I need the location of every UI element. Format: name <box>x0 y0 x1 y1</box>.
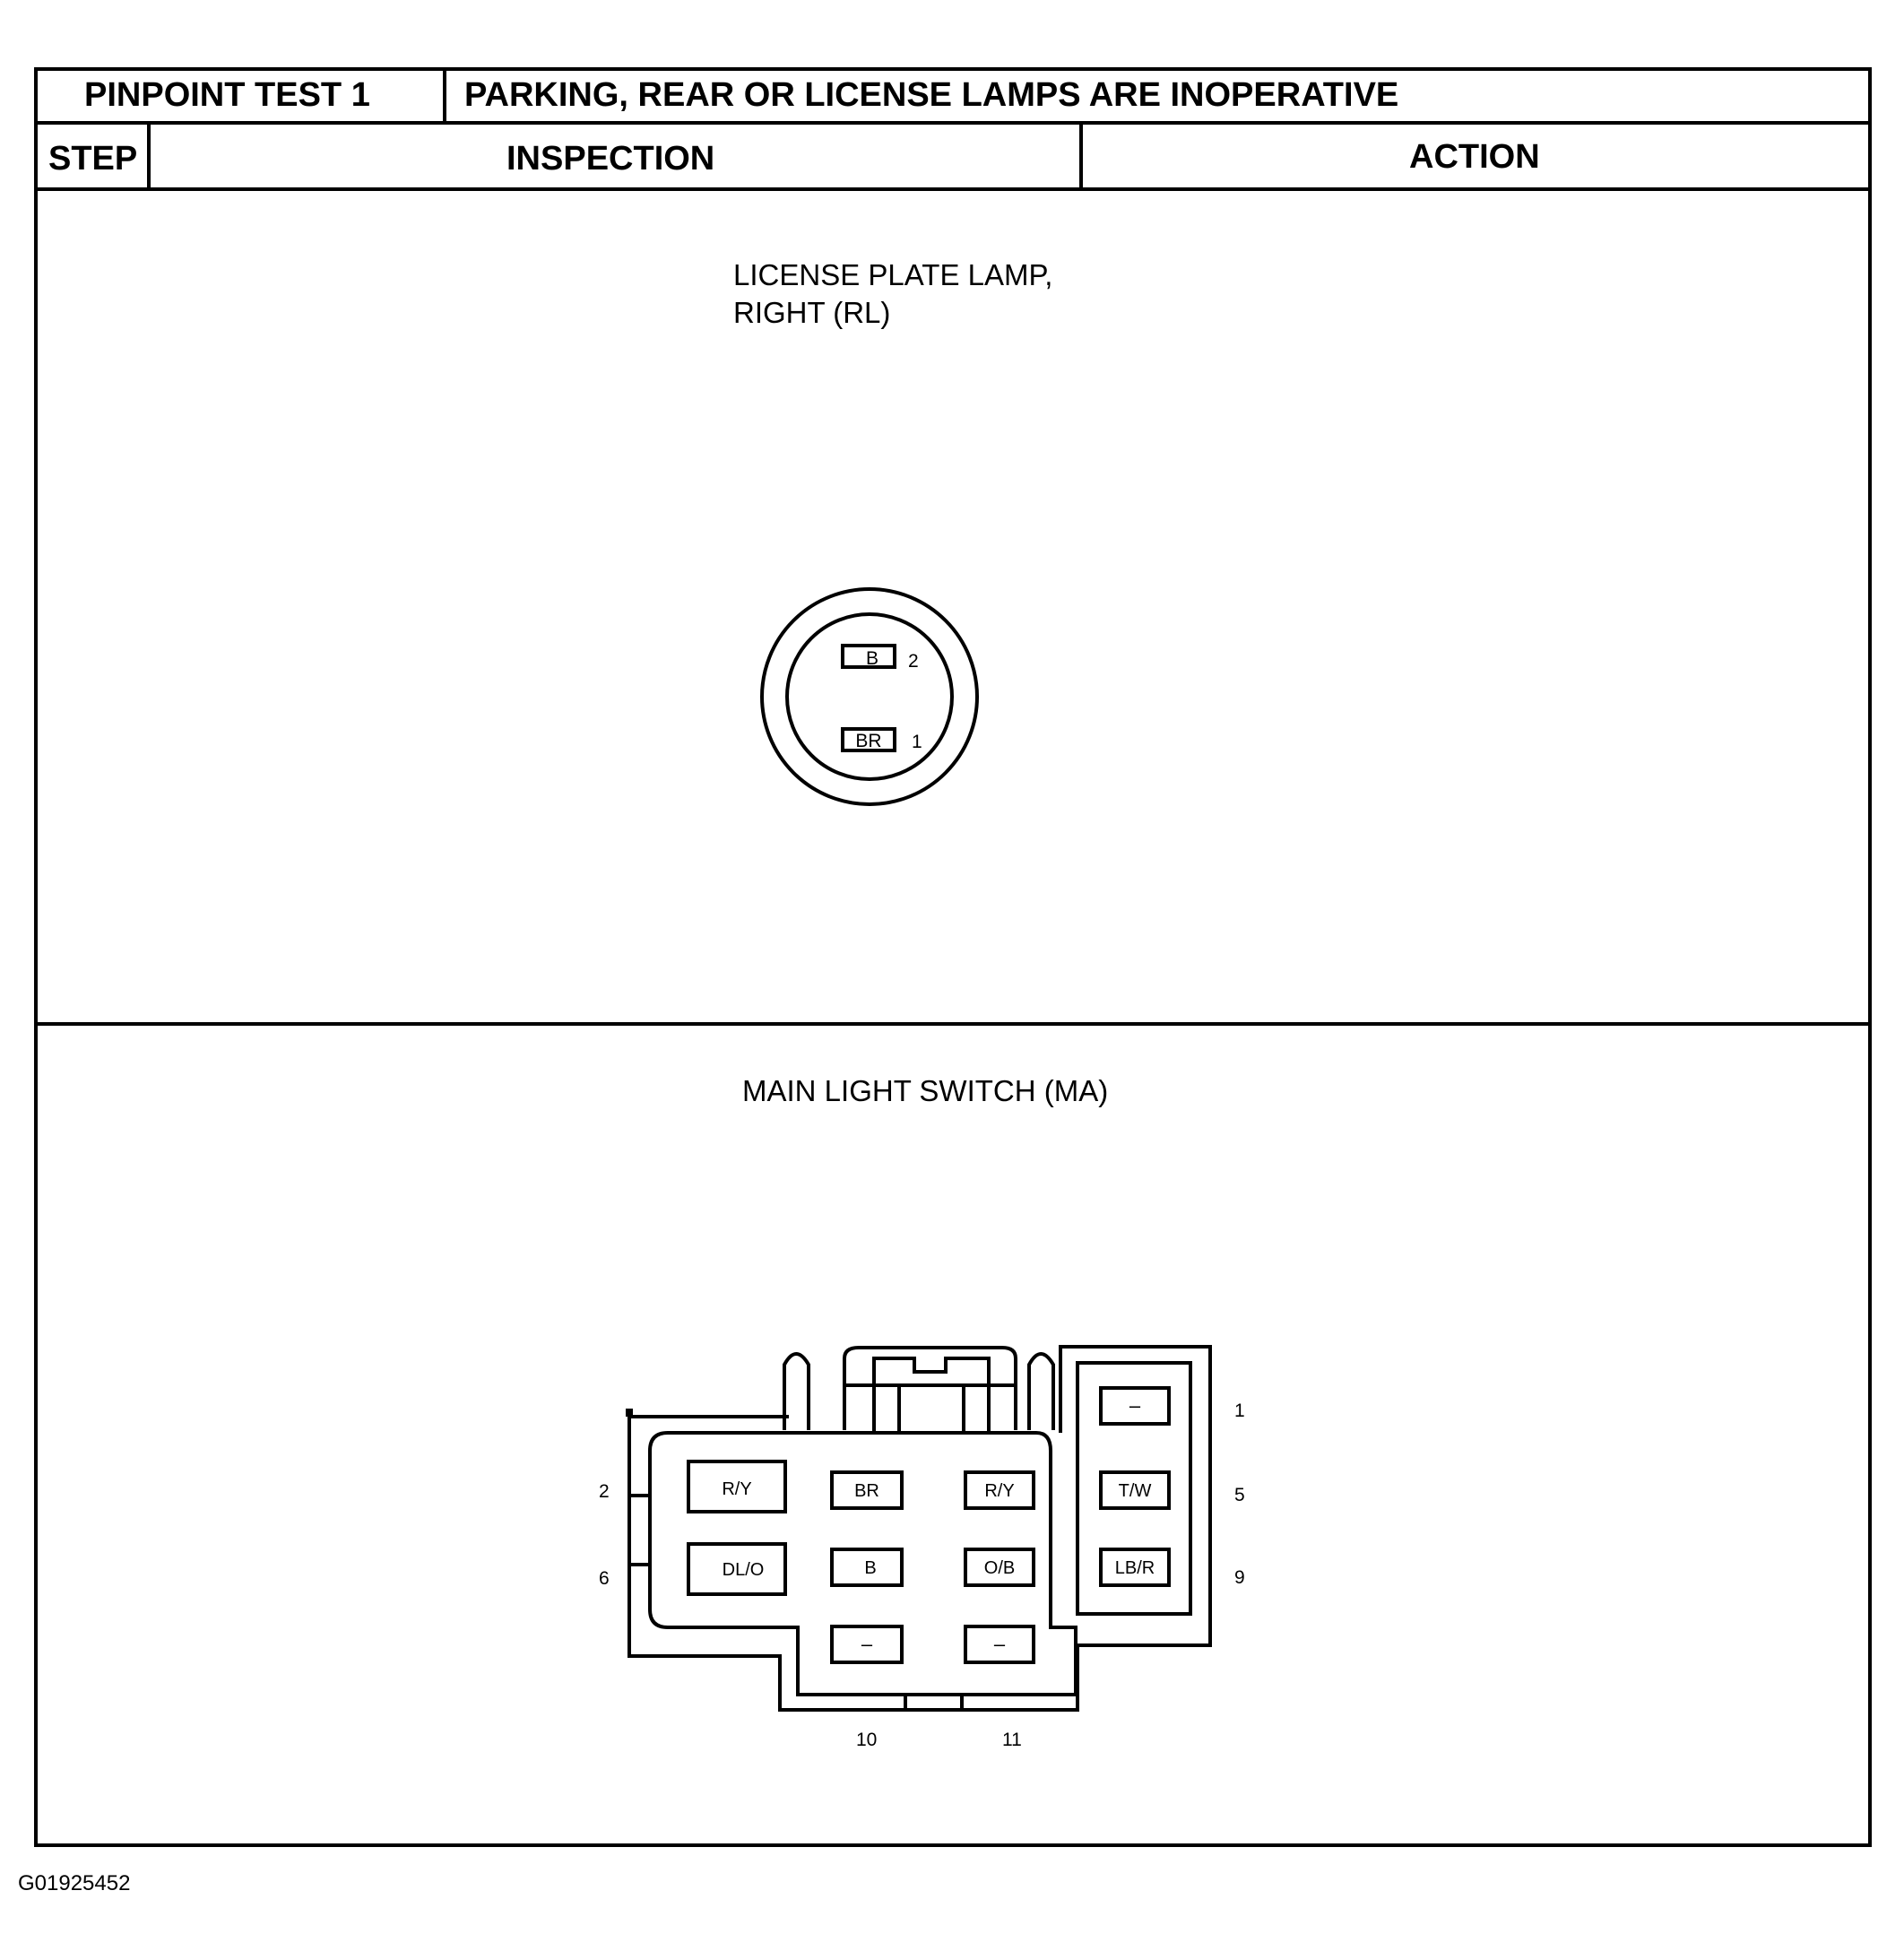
table-frame <box>34 67 1872 1847</box>
cavity-t-w-wire: T/W <box>1119 1481 1152 1501</box>
cavity-r-y-right-wire: R/Y <box>984 1481 1014 1501</box>
test-title: PARKING, REAR OR LICENSE LAMPS ARE INOPE… <box>464 76 1399 114</box>
section-divider <box>38 1022 1868 1026</box>
inspection-column-separator <box>1079 125 1083 191</box>
cavity-br: BR <box>830 1470 904 1510</box>
pin-label-11: 11 <box>1002 1730 1022 1750</box>
license-lamp-pin-2-wire: B <box>866 648 878 669</box>
cavity-b-wire: B <box>864 1558 876 1578</box>
pin-label-9: 9 <box>1234 1567 1245 1588</box>
license-lamp-pin-2: B 2 <box>841 644 919 672</box>
main-switch-cavities: R/Y BR R/Y DL/O B O/B – – <box>687 1386 1171 1664</box>
main-switch-pin-numbers: 2 6 10 11 1 5 9 <box>599 1401 1245 1750</box>
pin-label-5: 5 <box>1234 1485 1245 1505</box>
cavity-1-wire: – <box>1129 1394 1141 1417</box>
license-lamp-title-line2: RIGHT (RL) <box>733 296 891 329</box>
cavity-t-w: T/W <box>1099 1470 1171 1510</box>
cavity-10: – <box>830 1625 904 1664</box>
cavity-r-y-left-wire: R/Y <box>722 1479 751 1499</box>
column-header-row <box>38 125 1868 191</box>
main-switch-title: MAIN LIGHT SWITCH (MA) <box>742 1074 1109 1107</box>
cavity-lb-r-wire: LB/R <box>1115 1558 1155 1578</box>
figure-code: G01925452 <box>18 1871 131 1895</box>
license-lamp-pin-1: BR 1 <box>841 727 922 752</box>
cavity-10-wire: – <box>861 1633 873 1655</box>
cavity-dl-o-wire: DL/O <box>723 1560 765 1580</box>
cavity-11-wire: – <box>994 1633 1006 1655</box>
pin-label-1: 1 <box>1234 1401 1245 1421</box>
cavity-1: – <box>1099 1386 1171 1426</box>
title-row-separator <box>443 71 446 125</box>
license-lamp-housing <box>760 587 979 806</box>
cavity-o-b-wire: O/B <box>984 1558 1015 1578</box>
main-switch-housing <box>626 1345 1212 1712</box>
cavity-r-y-left: R/Y <box>687 1460 787 1513</box>
cavity-11: – <box>964 1625 1035 1664</box>
step-column-separator <box>147 125 151 191</box>
pin-label-2: 2 <box>599 1481 610 1502</box>
cavity-b: B <box>830 1548 904 1587</box>
cavity-br-wire: BR <box>854 1481 879 1501</box>
license-lamp-pin-1-wire: BR <box>855 731 881 751</box>
license-lamp-pin-2-number: 2 <box>908 651 919 672</box>
pin-label-10: 10 <box>856 1730 877 1750</box>
license-lamp-title-line1: LICENSE PLATE LAMP, <box>733 258 1053 291</box>
license-lamp-pin-1-number: 1 <box>912 732 922 752</box>
cavity-dl-o: DL/O <box>687 1542 787 1596</box>
cavity-r-y-right: R/Y <box>964 1470 1035 1510</box>
pin-label-6: 6 <box>599 1568 610 1589</box>
column-header-action: ACTION <box>1409 138 1540 176</box>
test-id: PINPOINT TEST 1 <box>84 76 370 114</box>
column-header-step: STEP <box>48 140 138 178</box>
title-row <box>38 71 1868 125</box>
column-header-inspection: INSPECTION <box>506 140 715 178</box>
cavity-lb-r: LB/R <box>1099 1548 1171 1587</box>
cavity-o-b: O/B <box>964 1548 1035 1587</box>
